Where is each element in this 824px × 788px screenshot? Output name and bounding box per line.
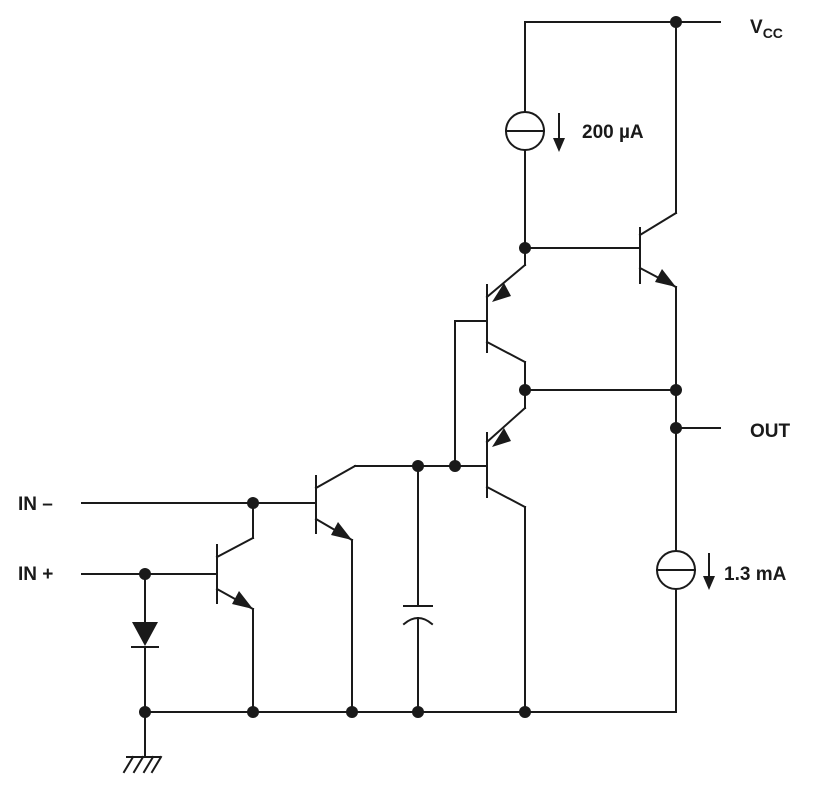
in-minus-label: IN – — [18, 494, 53, 515]
vcc-rail — [524, 21, 721, 214]
middle-pnp-transistor-icon — [454, 247, 527, 467]
output-npn-transistor-icon — [524, 211, 678, 713]
in-plus-label: IN + — [18, 564, 53, 585]
current-source-top-icon — [505, 111, 565, 249]
diode-icon — [131, 573, 159, 713]
current-source-bottom-icon — [656, 550, 715, 590]
input-pnp-transistor-left-icon — [81, 502, 255, 713]
input-pnp-transistor-right-icon — [81, 464, 357, 713]
lower-pnp-transistor-icon — [485, 389, 527, 713]
current-source-top-label: 200 µA — [582, 122, 644, 143]
capacitor-icon — [402, 465, 434, 713]
junction-dots — [139, 16, 682, 718]
ground-icon — [122, 711, 163, 774]
out-label: OUT — [750, 421, 791, 442]
vcc-label: VCC — [750, 17, 783, 41]
current-source-bottom-label: 1.3 mA — [724, 564, 787, 585]
